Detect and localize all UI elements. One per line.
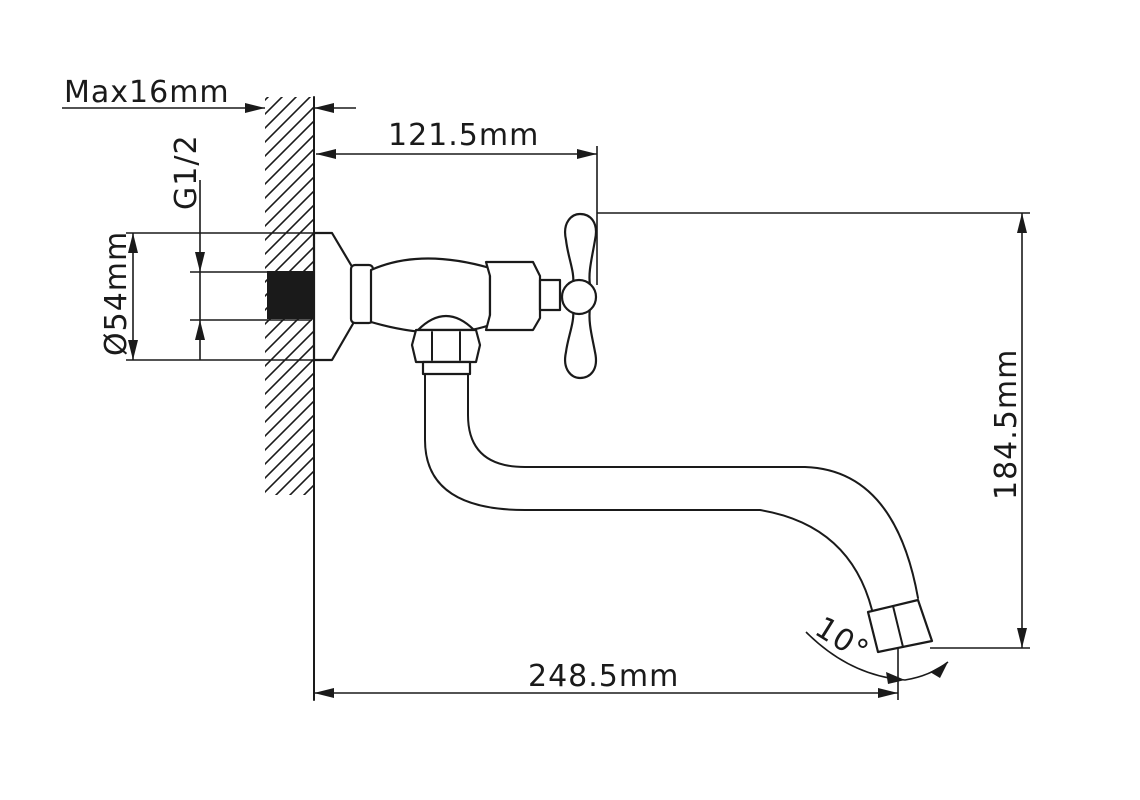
max-wall-arrow-right [314,103,334,113]
hatch-line [274,455,314,495]
hatch-line [265,189,314,242]
spindle [538,278,562,312]
hatch-line [265,413,314,466]
hatch-line [288,469,314,495]
hatch-line [260,535,320,595]
reach-arrow-right [577,149,597,159]
flange-neck [349,263,375,325]
dimension-thread: G1/2 [169,134,312,360]
threaded-connector [267,271,313,319]
hatch-line [265,105,314,158]
hatch-line [265,343,314,396]
hatch-line [265,203,314,256]
angle-arrow-left [886,672,905,684]
hatch-line [265,97,298,130]
flange-label: Ø54mm [99,231,134,356]
handle-arm-top [564,212,598,287]
length-arrow-right [878,688,898,698]
spout-outer-line [424,369,873,611]
dimension-total-length: 248.5mm [314,648,899,700]
valve-bonnet [484,260,542,332]
hatch-line [265,133,314,186]
hatch-line [302,483,314,495]
dimension-max-wall: Max16mm [62,75,356,113]
hatch-line [265,427,314,480]
union-nut [410,328,482,364]
hatch-line [265,97,284,116]
hatch-line [265,97,270,102]
spout-inner-line [467,369,919,599]
dimension-spout-reach: 121.5mm [316,118,598,285]
union-collar [421,360,472,376]
hatch-line [260,521,320,581]
length-label: 248.5mm [528,659,679,694]
hatch-line [265,329,314,382]
hatch-line [265,161,314,214]
flange-arrow-top [128,233,138,253]
connector-thread-block [267,271,313,319]
height-label: 184.5mm [989,349,1024,500]
length-arrow-left [314,688,334,698]
handle-arm-bottom [564,306,598,380]
outlet-nozzle-seam [892,605,904,648]
hatch-line [260,493,320,553]
handle-hub [560,278,598,316]
reach-label: 121.5mm [388,118,539,153]
thread-arrow-bottom [195,320,205,340]
wall [260,17,320,701]
hatch-line [265,357,314,410]
flange-arrow-bottom [128,340,138,360]
thread-arrow-top [195,252,205,272]
height-arrow-top [1017,213,1027,233]
max-wall-label: Max16mm [64,75,230,110]
hatch-line [265,441,314,494]
hatch-line [265,147,314,200]
hatch-line [260,17,320,77]
dimension-flange-diameter: Ø54mm [99,231,332,361]
hatch-line [260,549,320,609]
dimension-height: 184.5mm [597,212,1030,649]
hatch-line [265,385,314,438]
thread-label: G1/2 [169,134,204,210]
hatch-line [265,217,314,270]
angle-arrow-right [930,662,948,678]
hatch-line [265,399,314,452]
height-arrow-bottom [1017,628,1027,648]
hatch-line [260,31,320,91]
hatch-line [265,175,314,228]
hatch-line [265,119,314,172]
reach-arrow-left [316,149,336,159]
hatch-line [265,371,314,424]
max-wall-arrow-left [245,103,265,113]
hatch-line [265,97,312,144]
wall-flange [312,231,356,362]
hatch-line [260,507,320,567]
hatch-line [265,315,314,368]
faucet-assembly [312,212,934,654]
outlet-nozzle [866,598,934,654]
